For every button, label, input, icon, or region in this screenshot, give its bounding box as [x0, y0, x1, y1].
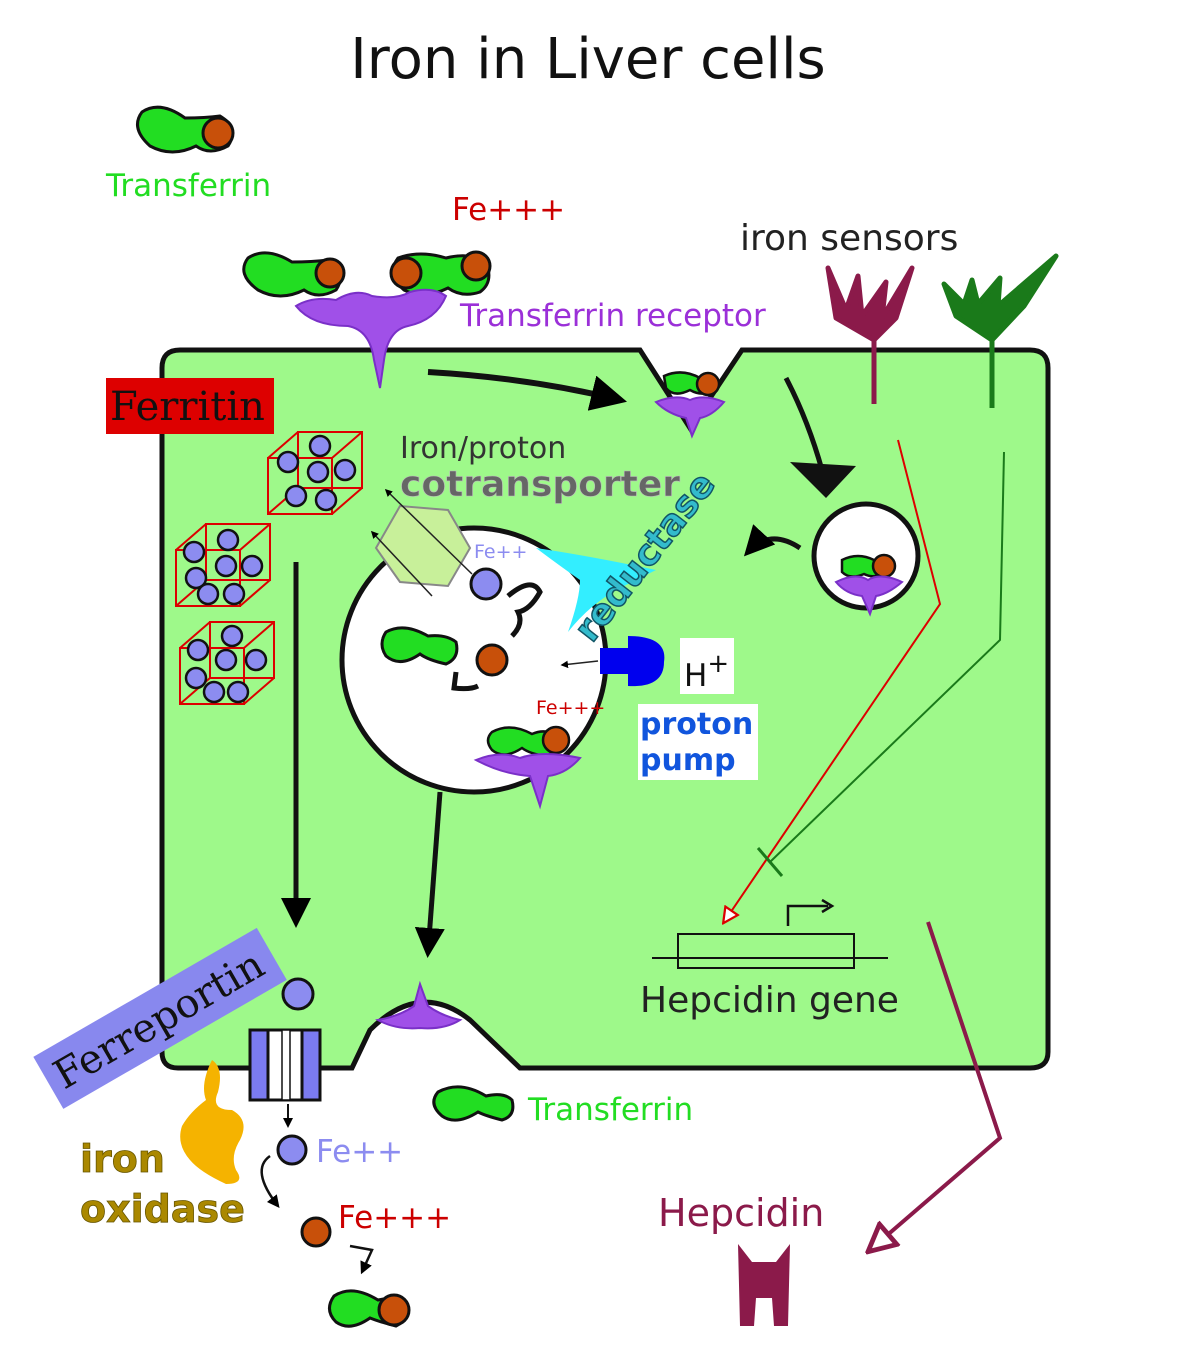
- endocytic-vesicle-icon: [811, 501, 921, 617]
- fe3-out-label: Fe+++: [338, 1200, 451, 1236]
- fe3-extracellular-atom: [300, 1216, 332, 1248]
- transferrin-diferric-right-icon: [389, 250, 492, 296]
- h-plus-box: [680, 638, 734, 694]
- arrow-endocytosis: [427, 369, 627, 411]
- iron-sensors-label: iron sensors: [740, 218, 958, 259]
- coated-pit-transferrin-icon: [654, 371, 726, 439]
- proton-pump-label-box: [638, 704, 758, 780]
- transferrin-receptor-icon: [294, 288, 448, 389]
- hepcidin-label: Hepcidin: [658, 1191, 824, 1235]
- proton-pump-icon: [560, 636, 665, 687]
- inhibit-bar: [756, 847, 784, 877]
- apo-transferrin-endosome-icon: [380, 626, 459, 666]
- ferritin-cube-3-icon: [179, 621, 275, 705]
- signal-red-to-gene: [724, 439, 942, 922]
- hepcidin-gene-icon: [652, 898, 888, 969]
- arrow-oxidation: [260, 1154, 280, 1208]
- proton-pump-label-2: pump: [640, 743, 736, 778]
- arrow-endosome-to-recycle: [414, 791, 445, 958]
- recycled-receptor-icon: [375, 980, 463, 1030]
- fe2-out-label: Fe++: [316, 1134, 403, 1170]
- transferrin-receptor-label: Transferrin receptor: [459, 298, 766, 334]
- arrow-head-vesicle: [790, 462, 856, 498]
- iron-proton-label: Iron/proton: [400, 431, 566, 466]
- transferrin-loaded-bottom-icon: [328, 1289, 411, 1328]
- arrow-vesicle-to-endosome: [743, 524, 802, 557]
- squiggle-arrow-release: [451, 671, 480, 692]
- fe2-endosome-label: Fe++: [474, 541, 527, 563]
- h-plus-label: H+: [684, 649, 729, 694]
- fe3-endosome-label: Fe+++: [536, 697, 605, 719]
- transferrin-free-icon: [136, 105, 235, 154]
- ferritin-iron-cluster-3: [184, 624, 268, 704]
- iron-oxidase-icon: [180, 1060, 244, 1184]
- reductase-icon: [536, 548, 656, 632]
- fe3-label-top: Fe+++: [452, 192, 565, 228]
- fe3-free-endosome-atom: [475, 643, 509, 677]
- proton-pump-label-1: proton: [640, 707, 753, 742]
- signal-green-inhibit: [769, 451, 1005, 863]
- transferrin-diferric-left-icon: [242, 251, 346, 298]
- fe2-cytoplasm-atom: [281, 977, 315, 1011]
- transferrin-label-bottom: Transferrin: [527, 1092, 693, 1128]
- hepcidin-icon: [738, 1244, 790, 1326]
- cotransporter-icon: [370, 488, 473, 597]
- ferritin-iron-cluster-1: [276, 434, 357, 512]
- squiggle-arrow-reduction: [506, 582, 543, 638]
- hepcidin-gene-label: Hepcidin gene: [640, 980, 899, 1021]
- transferrin-label-top: Transferrin: [105, 168, 271, 204]
- ferritin-label: Ferritin: [110, 384, 265, 430]
- cotransporter-label: cotransporter: [400, 464, 680, 505]
- arrow-pit-to-vesicle: [783, 376, 825, 471]
- ferroportin-channel-icon: [248, 1028, 322, 1102]
- endosome-transferrin-receptor-icon: [473, 725, 582, 810]
- iron-oxidase-label-2: oxidase: [80, 1187, 245, 1231]
- arrow-hepcidin-secretion: [870, 921, 1003, 1250]
- iron-oxidase-label-1: iron: [80, 1137, 165, 1181]
- fe2-extracellular-atom: [276, 1134, 308, 1166]
- fe2-endosome-atom: [469, 567, 503, 601]
- page-title: Iron in Liver cells: [350, 27, 825, 92]
- iron-sensor-green-icon: [941, 253, 1059, 408]
- ferritin-label-box: [106, 378, 274, 434]
- ferritin-iron-cluster-2: [182, 528, 264, 606]
- arrow-loading: [349, 1244, 374, 1275]
- apo-transferrin-bottom-icon: [432, 1085, 515, 1122]
- iron-sensor-red-icon: [825, 265, 915, 404]
